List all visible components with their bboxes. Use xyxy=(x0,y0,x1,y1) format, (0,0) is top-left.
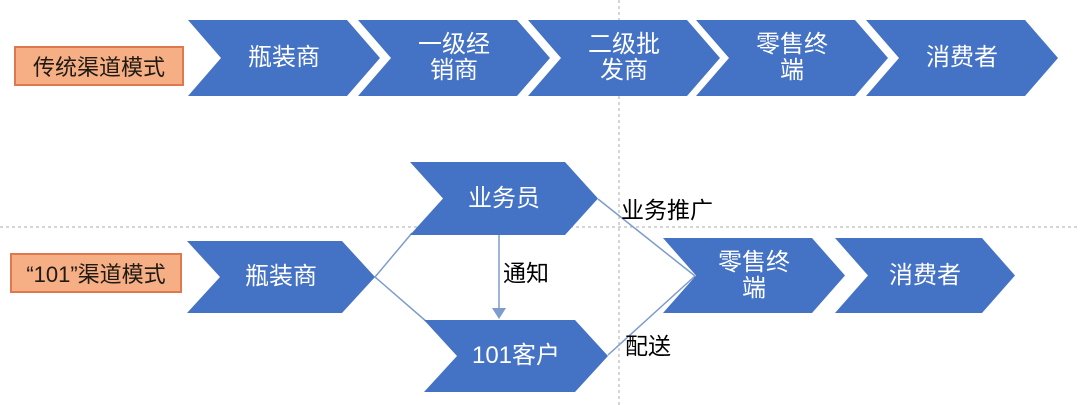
line-bottler-to-customer xyxy=(374,276,428,323)
line-salesman-to-retail xyxy=(597,198,696,277)
chevron-101-consumer: 消费者 xyxy=(835,238,1015,313)
model101-tag: “101”渠道模式 xyxy=(10,253,182,293)
traditional-model-tag: 传统渠道模式 xyxy=(14,46,184,86)
delivery-flow-label: 配送 xyxy=(625,333,671,359)
promotion-flow-label: 业务推广 xyxy=(621,197,713,223)
notify-arrowhead-icon xyxy=(492,308,506,319)
line-bottler-to-salesman xyxy=(374,232,413,278)
notify-flow-label: 通知 xyxy=(503,260,549,286)
chevron-traditional-bottler: 瓶装商 xyxy=(188,20,380,96)
chevron-traditional-tier1-distributor: 一级经 销商 xyxy=(358,20,550,96)
line-customer-to-retail xyxy=(607,275,696,356)
